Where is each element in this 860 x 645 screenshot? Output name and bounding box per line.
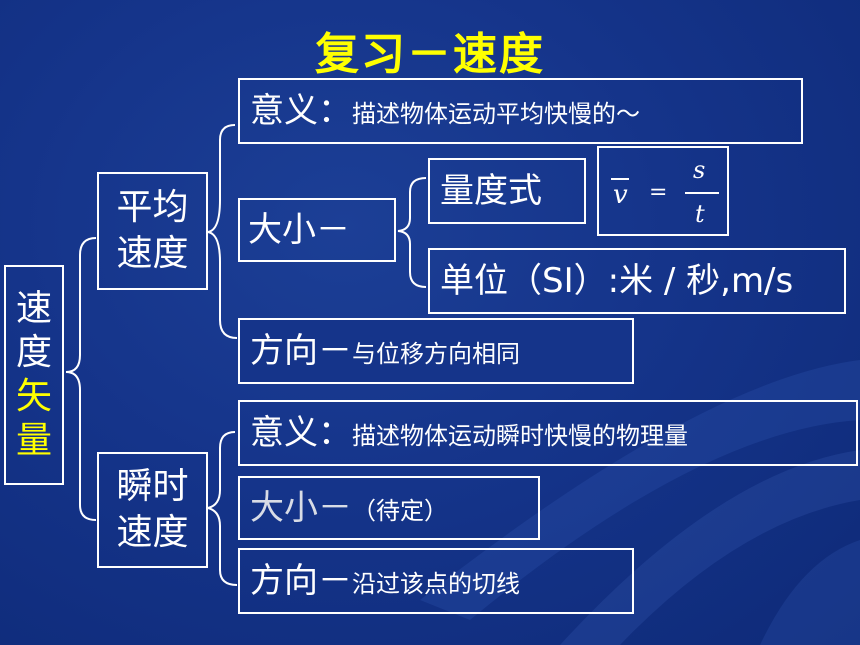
inst-meaning-box: 意义：描述物体运动瞬时快慢的物理量: [238, 400, 858, 466]
avg-meaning-box: 意义：描述物体运动平均快慢的～: [238, 78, 803, 144]
avg-size-box: 大小－: [238, 198, 396, 262]
formula-box: v = s t: [597, 146, 729, 236]
fraction-bar: [685, 192, 719, 194]
measure-formula-label-box: 量度式: [428, 158, 586, 224]
inst-direction-box: 方向－沿过该点的切线: [238, 548, 634, 614]
page-title: 复习－速度: [315, 29, 545, 80]
average-velocity-node: 平均 速度: [97, 172, 208, 290]
vector-overbar: [611, 178, 629, 180]
instantaneous-velocity-node: 瞬时 速度: [97, 452, 208, 568]
avg-direction-box: 方向－与位移方向相同: [238, 318, 634, 384]
unit-box: 单位（SI）:米 / 秒,m/s: [428, 248, 846, 314]
inst-size-box: 大小－（待定）: [238, 476, 540, 540]
velocity-vector-label: 速 度 矢 量: [4, 265, 64, 485]
